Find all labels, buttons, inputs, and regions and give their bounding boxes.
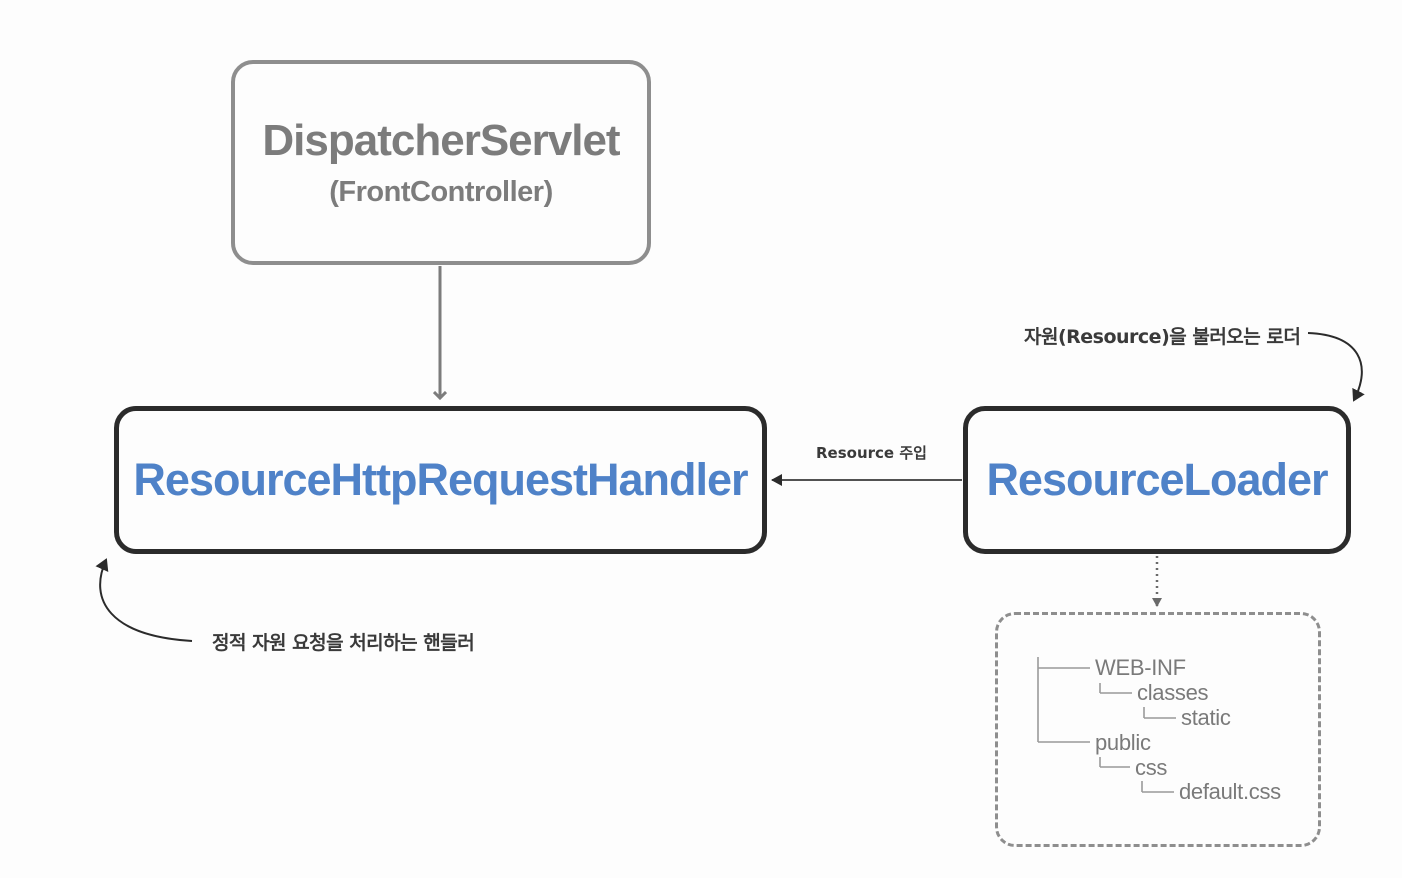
- resource-http-request-handler-node: ResourceHttpRequestHandler: [114, 406, 767, 554]
- tree-item-public: public: [1095, 730, 1151, 755]
- tree-item-classes: classes: [1137, 680, 1209, 705]
- dispatcher-servlet-title: DispatcherServlet: [262, 116, 620, 165]
- loader-note-curve: [1307, 332, 1365, 402]
- dispatcher-servlet-node: DispatcherServlet (FrontController): [231, 60, 651, 265]
- resource-loader-title: ResourceLoader: [986, 454, 1328, 505]
- dispatcher-servlet-subtitle: (FrontController): [329, 176, 553, 208]
- resource-loader-note: 자원(Resource)을 불러오는 로더: [1024, 326, 1301, 348]
- tree-item-css: css: [1135, 755, 1168, 780]
- resource-tree-box: [995, 612, 1321, 847]
- tree-connectors: [1037, 657, 1176, 793]
- handler-note: 정적 자원 요청을 처리하는 핸들러: [212, 632, 475, 654]
- resource-loader-node: ResourceLoader: [963, 406, 1351, 554]
- tree-item-default-css: default.css: [1179, 779, 1281, 804]
- resource-injection-label: Resource 주입: [816, 444, 927, 462]
- resource-http-request-handler-title: ResourceHttpRequestHandler: [133, 454, 748, 505]
- tree-item-web-inf: WEB-INF: [1095, 655, 1186, 680]
- handler-note-curve: [95, 558, 193, 642]
- tree-item-static: static: [1181, 705, 1231, 730]
